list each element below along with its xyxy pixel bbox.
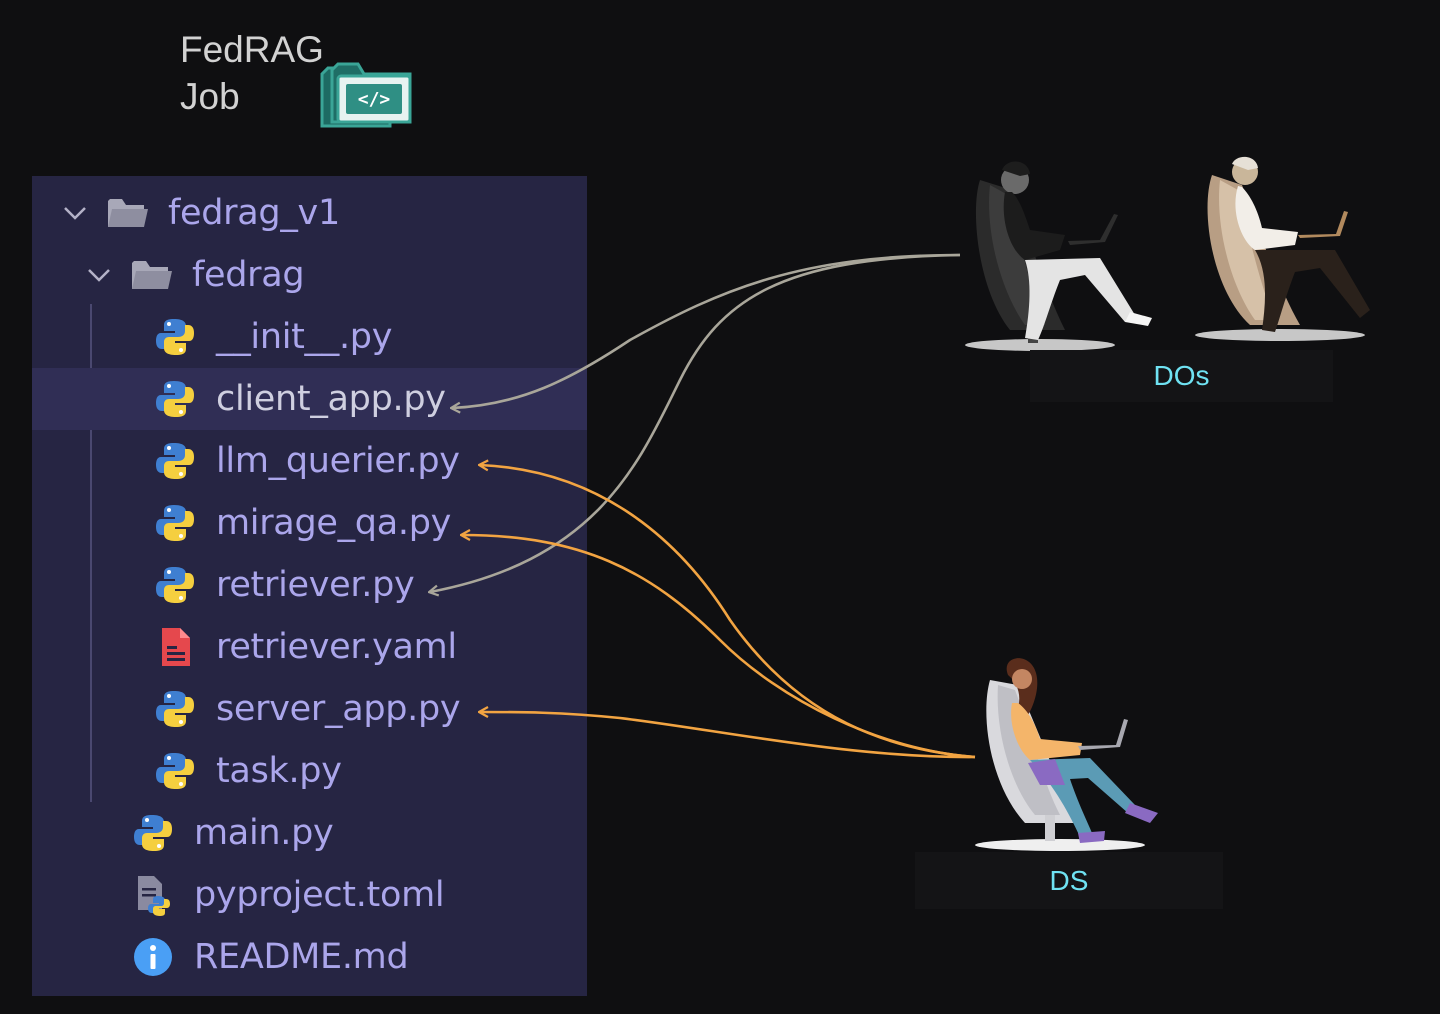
file-row[interactable]: __init__.py (32, 306, 587, 368)
file-row[interactable]: server_app.py (32, 678, 587, 740)
file-label: pyproject.toml (194, 875, 445, 915)
ds-label-box: DS (915, 852, 1223, 909)
dos-label-box: DOs (1030, 350, 1333, 402)
folder-open-icon (132, 261, 172, 289)
python-icon (156, 505, 194, 541)
folder-row-root[interactable]: fedrag_v1 (32, 182, 587, 244)
file-label: retriever.py (216, 565, 415, 605)
file-label: server_app.py (216, 689, 461, 729)
chevron-down-icon[interactable] (84, 260, 114, 290)
job-title-line2: Job (180, 76, 240, 117)
file-explorer: fedrag_v1 fedrag __init__.py client_app.… (32, 176, 587, 996)
chevron-down-icon[interactable] (60, 198, 90, 228)
python-icon (156, 381, 194, 417)
file-row[interactable]: task.py (32, 740, 587, 802)
folder-label-fedrag: fedrag (192, 255, 305, 295)
file-label: client_app.py (216, 379, 446, 419)
job-title-line1: FedRAG (180, 29, 324, 70)
file-label: README.md (194, 937, 409, 977)
file-label: task.py (216, 751, 342, 791)
file-row[interactable]: retriever.py (32, 554, 587, 616)
file-label: mirage_qa.py (216, 503, 452, 543)
file-row[interactable]: mirage_qa.py (32, 492, 587, 554)
file-row-selected[interactable]: client_app.py (32, 368, 587, 430)
toml-file-icon (138, 876, 170, 916)
python-icon (156, 753, 194, 789)
python-icon (156, 567, 194, 603)
ds-label: DS (1049, 864, 1089, 896)
job-title: FedRAG Job (180, 26, 324, 120)
python-icon (156, 691, 194, 727)
svg-text:</>: </> (358, 89, 391, 110)
file-row[interactable]: main.py (32, 802, 587, 864)
data-owners-illustration (965, 156, 1370, 351)
file-row[interactable]: llm_querier.py (32, 430, 587, 492)
python-icon (156, 443, 194, 479)
folder-row-fedrag[interactable]: fedrag (32, 244, 587, 306)
file-label: __init__.py (216, 317, 393, 357)
python-icon (134, 815, 172, 851)
folder-label-root: fedrag_v1 (168, 193, 340, 233)
file-row[interactable]: retriever.yaml (32, 616, 587, 678)
folder-open-icon (108, 199, 148, 227)
tree-indent-guide (90, 304, 92, 802)
dos-label: DOs (1153, 360, 1210, 391)
file-label: retriever.yaml (216, 627, 457, 667)
data-scientist-illustration (975, 658, 1158, 851)
python-icon (156, 319, 194, 355)
file-label: llm_querier.py (216, 441, 460, 481)
file-row[interactable]: README.md (32, 926, 587, 988)
info-icon (134, 938, 172, 976)
file-label: main.py (194, 813, 334, 853)
yaml-file-icon (162, 628, 190, 666)
code-folder-icon: </> (320, 62, 412, 128)
file-row[interactable]: pyproject.toml (32, 864, 587, 926)
